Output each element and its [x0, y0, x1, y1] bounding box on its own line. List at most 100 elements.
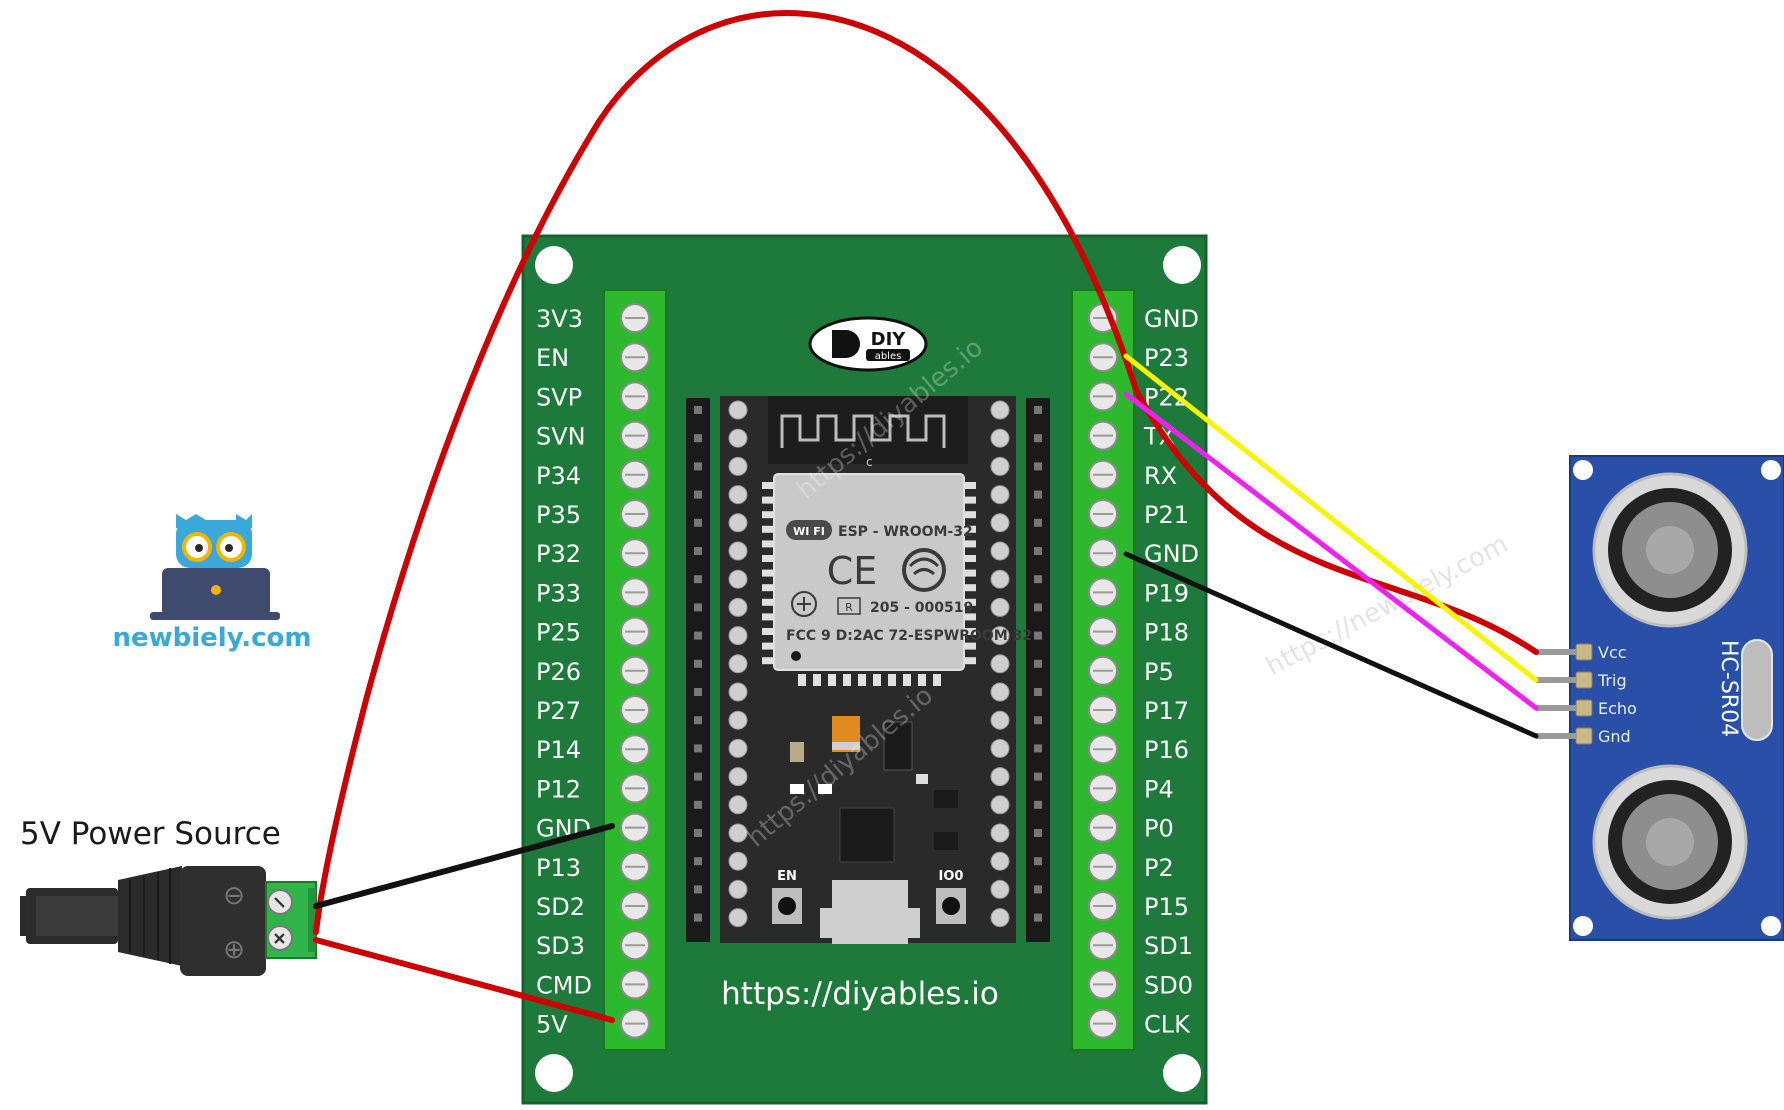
- right-pin-label-p21: P21: [1144, 501, 1189, 529]
- esp32-breakout-board: 3V3ENSVPSVNP34P35P32P33P25P26P27P14P12GN…: [521, 234, 1208, 1105]
- screw-terminal-icon: [1088, 695, 1118, 725]
- right-pin-label-p2: P2: [1144, 854, 1174, 882]
- wifi-certification-icon: [902, 548, 946, 592]
- screw-terminal-icon: [620, 891, 650, 921]
- screw-terminal-icon: [1088, 459, 1118, 490]
- screw-terminal-icon: [1088, 812, 1118, 843]
- left-pin-label-p13: P13: [536, 854, 581, 882]
- en-button-label: EN: [777, 869, 797, 884]
- left-pin-label-p25: P25: [536, 619, 581, 647]
- right-pin-label-p23: P23: [1144, 344, 1189, 372]
- plus-screw-icon: [267, 925, 293, 951]
- antenna-trace-icon: [780, 414, 946, 448]
- screw-terminal-icon: [620, 773, 650, 804]
- right-pin-label-sd1: SD1: [1144, 932, 1193, 960]
- screw-terminal-icon: [1088, 734, 1118, 765]
- right-pin-label-p0: P0: [1144, 815, 1174, 843]
- jack-plus-mark-icon: ⊕: [223, 935, 245, 965]
- right-pin-label-p19: P19: [1144, 579, 1189, 607]
- wire-gnd-power: [313, 823, 615, 909]
- screw-terminal-icon: [1088, 1008, 1118, 1039]
- right-pin-label-p17: P17: [1144, 697, 1189, 725]
- right-pin-label-rx: RX: [1144, 462, 1177, 490]
- right-pin-label-p18: P18: [1144, 619, 1189, 647]
- screw-terminal-icon: [620, 734, 650, 765]
- io0-button-label: IO0: [939, 869, 964, 884]
- screw-terminal-icon: [620, 812, 650, 843]
- left-pin-label-en: EN: [536, 344, 569, 372]
- right-pin-label-clk: CLK: [1144, 1011, 1191, 1039]
- screw-terminal-icon: [1088, 420, 1118, 451]
- left-pin-label-svn: SVN: [536, 423, 586, 451]
- diyables-logo-subtext: ables: [875, 351, 902, 362]
- screw-terminal-icon: [1088, 577, 1118, 608]
- right-pin-label-p15: P15: [1144, 893, 1189, 921]
- left-pin-label-p32: P32: [536, 540, 581, 568]
- left-pin-label-p14: P14: [536, 736, 581, 764]
- usb-uart-chip: [839, 807, 895, 863]
- sensor-pin-echo: Echo: [1598, 699, 1637, 718]
- left-pin-label-p35: P35: [536, 501, 581, 529]
- right-pin-labels: GNDP23P22TXRXP21GNDP19P18P5P17P16P4P0P2P…: [1143, 305, 1199, 1039]
- screw-terminal-icon: [620, 616, 650, 647]
- screw-terminal-icon: [620, 420, 650, 451]
- left-pin-label-3v3: 3V3: [536, 305, 583, 333]
- screw-terminal-icon: [1088, 499, 1118, 529]
- screw-terminal-icon: [620, 577, 650, 608]
- screw-terminal-icon: [1088, 655, 1118, 686]
- mounting-hole-icon: [535, 1054, 573, 1092]
- right-pin-label-sd0: SD0: [1144, 971, 1193, 999]
- screw-terminal-icon: [620, 499, 650, 529]
- left-pin-label-p27: P27: [536, 697, 581, 725]
- right-screw-terminals: [1088, 303, 1118, 1039]
- left-pin-label-cmd: CMD: [536, 971, 592, 999]
- wire-gnd-sensor: [1123, 551, 1539, 739]
- wire-trig: [1123, 353, 1539, 683]
- owl-icon: [150, 514, 280, 620]
- screw-terminal-icon: [620, 459, 650, 490]
- dc-jack-icon: ⊖ ⊕: [20, 866, 266, 976]
- left-pin-label-sd2: SD2: [536, 893, 585, 921]
- left-pin-label-svp: SVP: [536, 383, 582, 411]
- voltage-regulator: [883, 721, 913, 771]
- sensor-pin-trig: Trig: [1597, 671, 1627, 690]
- mounting-hole-icon: [1163, 1054, 1201, 1092]
- wire-vcc: [313, 10, 1139, 935]
- sensor-name: HC-SR04: [1716, 640, 1741, 737]
- left-pin-label-5v: 5V: [536, 1011, 568, 1039]
- power-source-label: 5V Power Source: [20, 816, 281, 852]
- screw-terminal-icon: [1088, 891, 1118, 921]
- left-pin-labels: 3V3ENSVPSVNP34P35P32P33P25P26P27P14P12GN…: [536, 305, 592, 1039]
- screw-terminal-icon: [1088, 969, 1118, 1000]
- mounting-hole-icon: [535, 246, 573, 284]
- left-pin-label-p12: P12: [536, 775, 581, 803]
- module-pads: [728, 400, 1010, 928]
- power-source: 5V Power Source ⊖ ⊕ − +: [20, 816, 317, 976]
- power-terminal-block: − +: [265, 881, 317, 959]
- mounting-hole-icon: [1163, 246, 1201, 284]
- diyables-logo-text: DIY: [871, 329, 907, 350]
- svg-text:WI FI: WI FI: [793, 525, 825, 538]
- left-pin-label-p33: P33: [536, 579, 581, 607]
- screw-terminal-icon: [620, 969, 650, 1000]
- screw-terminal-icon: [620, 930, 650, 961]
- sensor-pin-gnd: Gnd: [1598, 727, 1631, 746]
- sensor-mount-hole-icon: [1761, 916, 1781, 936]
- en-button[interactable]: [772, 888, 802, 924]
- minus-screw-icon: [267, 889, 293, 915]
- screw-terminal-icon: [1088, 342, 1118, 373]
- sensor-mount-hole-icon: [1761, 460, 1781, 480]
- sensor-mount-hole-icon: [1573, 460, 1593, 480]
- screw-terminal-icon: [620, 1008, 650, 1039]
- screw-terminal-icon: [1088, 538, 1118, 569]
- module-fcc-text: FCC 9 D:2AC 72-ESPWROOM 32: [786, 628, 1032, 644]
- wire-echo: [1123, 391, 1539, 711]
- screw-terminal-icon: [620, 303, 650, 333]
- right-pin-label-p16: P16: [1144, 736, 1189, 764]
- screw-terminal-icon: [620, 655, 650, 686]
- wires: [313, 10, 1539, 1023]
- left-pin-label-p34: P34: [536, 462, 581, 490]
- left-pin-label-sd3: SD3: [536, 932, 585, 960]
- io0-button[interactable]: [936, 888, 966, 924]
- screw-terminal-icon: [620, 538, 650, 569]
